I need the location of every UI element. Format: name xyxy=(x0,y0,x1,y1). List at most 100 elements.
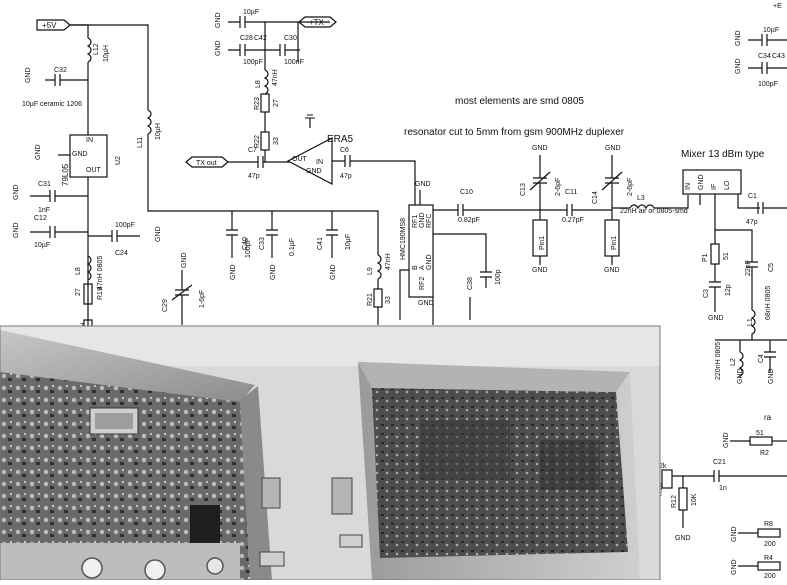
c5-label: C5 xyxy=(768,263,775,272)
l9-label: L9 xyxy=(367,267,374,275)
c43-label: C43 xyxy=(772,53,785,60)
sw-pin-5: A xyxy=(419,265,426,270)
c13-value: 2-6pF xyxy=(555,178,562,196)
c7-label: C7 xyxy=(248,147,257,154)
r2-label: R2 xyxy=(760,450,769,457)
r8-value: 200 xyxy=(764,541,776,548)
note-mixer: Mixer 13 dBm type xyxy=(681,149,765,160)
inductor-l11: L11 10µH xyxy=(137,109,162,148)
r23-label: R23 xyxy=(254,97,261,110)
l3-label: L3 xyxy=(637,195,645,202)
c5-value: 22nF xyxy=(745,260,752,276)
amp-pin-in: IN xyxy=(316,159,323,166)
resistor-r12: R12 10K GND xyxy=(671,476,698,542)
c33-label: C33 xyxy=(259,237,266,250)
c42-label: C42 xyxy=(254,35,267,42)
c40-value: 100pF xyxy=(245,238,252,258)
reg-gnd-symbol: GND xyxy=(35,144,42,160)
switch-hmc190ms8: HMC190MS8 RF1 GND RFC B A GND RF2 GND GN… xyxy=(400,181,434,307)
l9-value: 47nH xyxy=(385,253,392,270)
mixer-pin-gnd: GND xyxy=(698,174,705,190)
capacitor-c29-trimmer: GND C29 1-6pF xyxy=(162,252,206,325)
c40-label: C40 xyxy=(242,237,249,250)
c21-value: 1n xyxy=(719,485,727,492)
inductor-l3: L3 22nH air or 0805-smd xyxy=(612,195,689,215)
sw-pin-2: GND xyxy=(419,212,426,228)
c10-label: C10 xyxy=(460,189,473,196)
c3-value: 12p xyxy=(725,284,732,296)
l12-value: 10µH xyxy=(103,45,110,62)
capacitor-c32: GND C32 10µF ceramic 1206 xyxy=(22,67,88,108)
c32-label: C32 xyxy=(54,67,67,74)
pin1b-label: Pin1 xyxy=(611,236,618,250)
inductor-l9: L9 47nH xyxy=(367,253,392,280)
sw-gnd-label: GND xyxy=(418,300,434,307)
sw-pin-3: RFC xyxy=(426,214,433,228)
c41-value: 10µF xyxy=(345,234,352,250)
c6-value: 47p xyxy=(340,173,352,180)
c4-gnd: GND xyxy=(768,368,775,384)
l11-value: 10µH xyxy=(155,123,162,140)
r21-label: R21 xyxy=(367,293,374,306)
c12-value: 10µF xyxy=(34,242,50,249)
capacitor-c38: C38 100p xyxy=(467,265,502,290)
r23-value: 27 xyxy=(273,99,280,107)
capacitor-c14-trimmer: GND C14 2-6pF xyxy=(592,145,634,210)
c11-value: 0.27pF xyxy=(562,217,584,224)
amp-pin-out: OUT xyxy=(292,156,308,163)
c6-label: C6 xyxy=(340,147,349,154)
capacitor-c4: C4 GND xyxy=(758,340,776,384)
sw-pin-7: RF2 xyxy=(419,277,426,290)
resistor-p1: P1 51 xyxy=(702,243,730,265)
resistor-r2: 51 R2 GND xyxy=(723,430,787,457)
l8b-label: L8 xyxy=(75,267,82,275)
c11-label: C11 xyxy=(565,189,577,196)
sw-pin-1: RF1 xyxy=(412,215,419,228)
reg-pin-gnd: GND xyxy=(72,151,88,158)
cmix-value: 47p xyxy=(746,219,758,226)
c33-gnd: GND xyxy=(270,264,277,280)
mixer-pin-in: IN xyxy=(685,183,692,190)
c12-gnd: GND xyxy=(13,222,20,238)
amp-pin-gnd: GND xyxy=(306,168,322,175)
c14-label: C14 xyxy=(592,191,599,204)
r12-value: 10K xyxy=(691,493,698,506)
mixer-pin-if: IF xyxy=(711,184,718,190)
r8-gnd: GND xyxy=(731,526,738,542)
c31-value: 1nF xyxy=(38,207,50,214)
l2-gnd: GND xyxy=(737,368,744,384)
note-smd: most elements are smd 0805 xyxy=(455,96,584,107)
c12-label: C12 xyxy=(34,215,47,222)
l8e-label: L8 xyxy=(255,80,262,88)
amp-name: ERA5 xyxy=(327,134,354,145)
cfar-b-value: 100pF xyxy=(758,81,778,88)
cfar-value: 10µF xyxy=(763,27,779,34)
capacitor-c11: C11 0.27pF xyxy=(540,189,612,224)
resistor-r4: R4 200 GND xyxy=(731,555,781,580)
c40-gnd: GND xyxy=(230,264,237,280)
c38-value: 100p xyxy=(495,269,502,285)
c28-label: C28 xyxy=(240,35,253,42)
c3-gnd: GND xyxy=(708,315,724,322)
inductor-l12: L12 10µH xyxy=(86,37,110,63)
capacitor-c13-trimmer: GND C13 2-6pF xyxy=(520,145,562,210)
c29-value: 1-6pF xyxy=(199,290,206,308)
net-label-plus-e: +E xyxy=(773,3,782,10)
capacitor-c31: GND C31 1nF xyxy=(13,181,88,214)
sw-top-gnd: GND xyxy=(415,181,431,188)
resistor-r22: R22 33 xyxy=(254,131,280,151)
r12-label: R12 xyxy=(671,495,678,508)
label-ra: ra xyxy=(764,413,772,422)
top-gnd-2: GND xyxy=(215,40,222,56)
c30-label: C30 xyxy=(284,35,297,42)
c-top-b-value: 100pF xyxy=(243,59,263,66)
c21-label: C21 xyxy=(713,459,726,466)
sw-pin-6: GND xyxy=(426,254,433,270)
resistor-r21: R21 33 xyxy=(367,288,392,308)
top-gnd-1: GND xyxy=(215,12,222,28)
c38-label: C38 xyxy=(467,277,474,290)
capacitor-c41: C41 10µF GND xyxy=(317,211,352,280)
reg-pin-out: OUT xyxy=(86,167,102,174)
far-gnd-2: GND xyxy=(735,58,742,74)
